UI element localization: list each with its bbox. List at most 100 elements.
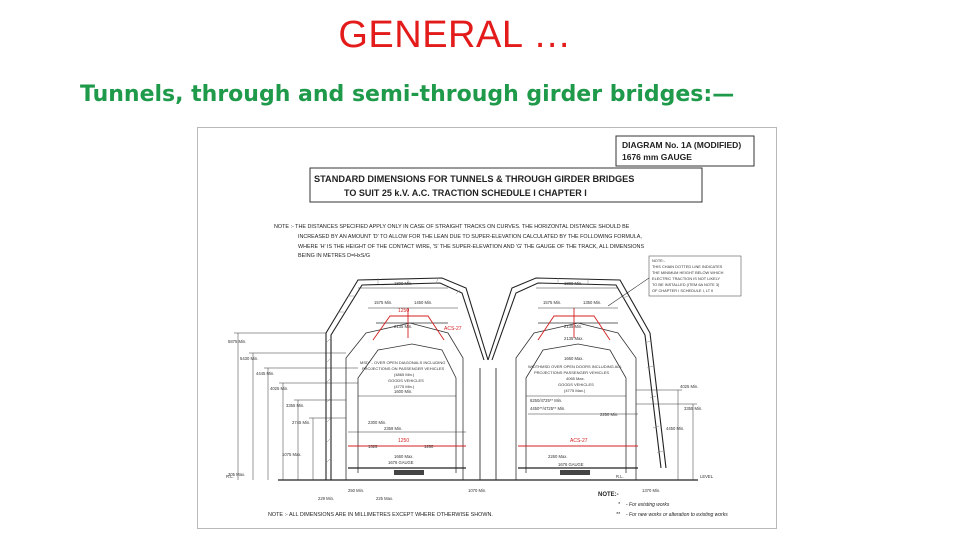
level-label: LEVEL bbox=[700, 474, 714, 479]
tunnel-outline-right bbox=[487, 277, 667, 469]
dimension-labels-left: 5875 Min. 5430 Min. 4445 Min. 4025 Min. … bbox=[228, 339, 414, 501]
dim-label: 1676 GAUGE bbox=[558, 462, 584, 467]
dim-label: 6250/4725** Min. bbox=[530, 398, 562, 403]
dim-label: 3355 Min. bbox=[684, 406, 702, 411]
level-label: R.L. bbox=[226, 474, 234, 479]
side-note-box bbox=[648, 255, 742, 297]
sleepers bbox=[394, 470, 590, 475]
dim-label: 1660 Max. bbox=[564, 356, 584, 361]
structure-gauge-right bbox=[515, 322, 637, 480]
legend-text: - For existing works bbox=[626, 502, 670, 508]
vehicle-label: 4065 Max. bbox=[566, 376, 585, 381]
dim-label: 1450 Min. bbox=[414, 300, 432, 305]
note-line: BEING IN METRES D=HxS/G bbox=[298, 253, 370, 259]
side-note-line: NOTE:- bbox=[652, 258, 666, 263]
dim-label: 1070 Min. bbox=[468, 488, 486, 493]
vehicle-label: GOODS VEHICLES bbox=[558, 382, 594, 387]
red-label: ACS-27 bbox=[444, 326, 462, 332]
vehicle-label: PROJECTIONS ON PASSENGER VEHICLES bbox=[362, 366, 444, 371]
legend-mark: ** bbox=[616, 512, 621, 518]
dim-label: 4450 Min. bbox=[666, 426, 684, 431]
diagram-header-box bbox=[615, 135, 755, 167]
vehicle-label: (4865 Min.) bbox=[394, 372, 415, 377]
level-label: R.L. bbox=[616, 474, 624, 479]
dim-label: 305 Max. bbox=[228, 472, 245, 477]
diagram-header-line1: DIAGRAM No. 1A (MODIFIED) bbox=[622, 140, 741, 150]
note-line: INCREASED BY AN AMOUNT 'D' TO ALLOW FOR … bbox=[298, 234, 642, 240]
dim-label: 229 Min. bbox=[318, 496, 334, 501]
dimension-labels-right: 1800 Min. 1575 Min. 1350 Min. 2135 Min. … bbox=[530, 281, 702, 493]
diagram-title-box bbox=[309, 167, 703, 203]
red-label: 1250 bbox=[398, 438, 409, 444]
vehicle-label: (4775 Max.) bbox=[564, 388, 586, 393]
ohe-clearance-red bbox=[348, 308, 638, 447]
note-line: WHERE 'H' IS THE HEIGHT OF THE CONTACT W… bbox=[298, 244, 644, 250]
dim-label: 2260 Max. bbox=[548, 454, 568, 459]
vehicle-label: MSD* - OVER OPEN DIAGONALS INCLUDING bbox=[360, 360, 445, 365]
vehicle-labels: MSD* - OVER OPEN DIAGONALS INCLUDING PRO… bbox=[360, 360, 623, 393]
tunnel-diagram: DIAGRAM No. 1A (MODIFIED) 1676 mm GAUGE … bbox=[197, 127, 777, 529]
dimension-labels-center: 1800 Min. 1575 Min. 1450 Min. 2135 Min. … bbox=[368, 281, 486, 493]
tunnel-outline-left bbox=[325, 277, 489, 480]
dim-label: 2135 Max. bbox=[564, 336, 584, 341]
slide-subtitle: Tunnels, through and semi-through girder… bbox=[80, 82, 735, 107]
diagram-note-top: NOTE :- THE DISTANCES SPECIFIED APPLY ON… bbox=[274, 224, 644, 259]
rails bbox=[278, 467, 698, 481]
dim-label: 4025 Min. bbox=[680, 384, 698, 389]
legend-mark: * bbox=[618, 502, 621, 508]
red-labels: 1250 ACS-27 1250 ACS-27 bbox=[398, 308, 588, 444]
dim-label: 250 Min. bbox=[348, 488, 364, 493]
diagram-svg: DIAGRAM No. 1A (MODIFIED) 1676 mm GAUGE … bbox=[226, 135, 755, 518]
dim-label: 2300 Min. bbox=[368, 420, 386, 425]
dim-label: 1676 GAUGE bbox=[388, 460, 414, 465]
structure-gauge-left bbox=[345, 322, 464, 480]
dimension-lines-right bbox=[636, 389, 697, 480]
side-note-line: THE MINIMUM HEIGHT BELOW WHICH bbox=[652, 270, 724, 275]
vehicle-label: PROJECTIONS PASSENGER VEHICLES bbox=[534, 370, 609, 375]
level-labels: R.L. R.L. LEVEL bbox=[226, 474, 714, 479]
vehicle-label: (4775 Min.) bbox=[394, 384, 415, 389]
side-note-line: TO BE INSTALLED (ITEM 6A NOTE 3) bbox=[652, 282, 720, 287]
side-note: NOTE:- THIS CHAIN DOTTED LINE INDICATES … bbox=[652, 258, 724, 293]
dim-label: 1075 Max. bbox=[282, 452, 302, 457]
red-label: 1250 bbox=[398, 308, 409, 314]
centre-pillar bbox=[479, 368, 497, 480]
dim-label: 3355 Min. bbox=[286, 403, 304, 408]
side-note-line: THIS CHAIN DOTTED LINE INDICATES bbox=[652, 264, 723, 269]
tunnel-hatching bbox=[325, 277, 664, 464]
diagram-title-line2: TO SUIT 25 k.V. A.C. TRACTION SCHEDULE I… bbox=[344, 188, 587, 198]
dimension-lines-center bbox=[348, 287, 638, 433]
dim-label: 1600 Min. bbox=[394, 389, 412, 394]
dim-label: 1800 Min. bbox=[394, 281, 412, 286]
dimension-lines-left bbox=[234, 332, 358, 480]
slide-title: GENERAL … bbox=[338, 14, 572, 56]
dim-label: 4445 Min. bbox=[256, 371, 274, 376]
dim-label: 4025 Min. bbox=[270, 386, 288, 391]
dim-label: 1370 Min. bbox=[642, 488, 660, 493]
note-line: NOTE :- THE DISTANCES SPECIFIED APPLY ON… bbox=[274, 224, 630, 230]
diagram-header-line2: 1676 mm GAUGE bbox=[622, 152, 692, 162]
dim-label: 1575 Min. bbox=[374, 300, 392, 305]
dim-label: 1250 bbox=[424, 444, 434, 449]
legend-text: - For new works or alteration to existin… bbox=[626, 512, 728, 518]
dim-label: 1660 Max. bbox=[394, 454, 414, 459]
dim-label: 2250 Min. bbox=[600, 412, 618, 417]
dim-label: 2135 Min. bbox=[394, 324, 412, 329]
dim-label: 225 Max. bbox=[376, 496, 393, 501]
legend: * - For existing works ** - For new work… bbox=[616, 502, 728, 518]
dim-label: 2135 Min. bbox=[564, 324, 582, 329]
side-note-line: ELECTRIC TRACTION IS NOT LIKELY bbox=[652, 276, 721, 281]
diagram-title-line1: STANDARD DIMENSIONS FOR TUNNELS & THROUG… bbox=[314, 174, 634, 184]
dim-label: 2359 Min. bbox=[384, 426, 402, 431]
dim-label: 1350 Min. bbox=[583, 300, 601, 305]
dim-label: 2745 Min. bbox=[292, 420, 310, 425]
legend-title: NOTE:- bbox=[598, 492, 619, 498]
dim-label: 5430 Min. bbox=[240, 356, 258, 361]
dim-label: 1800 Min. bbox=[564, 281, 582, 286]
vehicle-label: GOODS VEHICLES bbox=[388, 378, 424, 383]
dim-label: 1325 bbox=[368, 444, 378, 449]
side-note-line: OF CHAPTER I SCHEDULE I, LT II bbox=[652, 288, 713, 293]
vehicle-label: WIDTHMSD OVER OPEN DOORS INCLUDING ALL bbox=[528, 364, 623, 369]
dim-label: 1575 Min. bbox=[543, 300, 561, 305]
dim-label: 4450**/4725** Min. bbox=[530, 406, 565, 411]
